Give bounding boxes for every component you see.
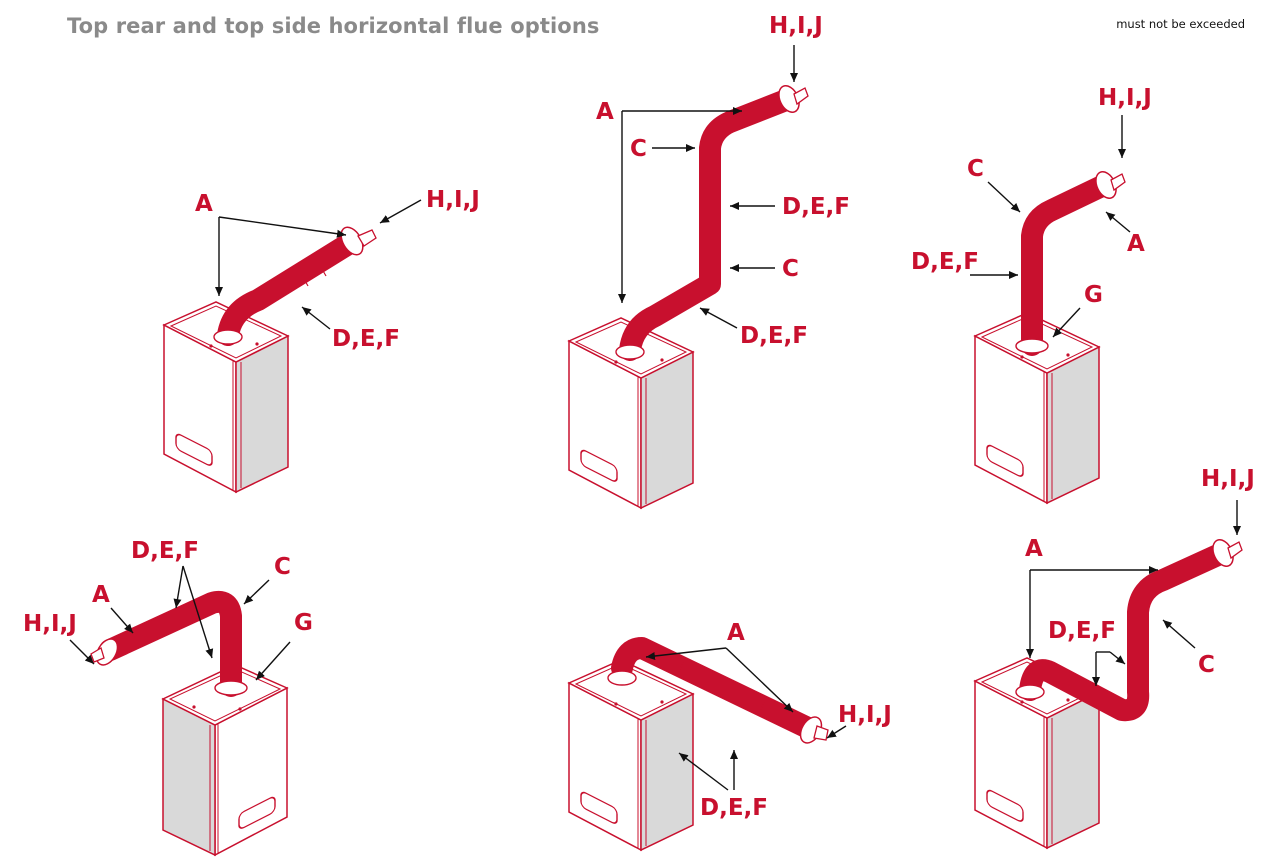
- arrow-def-4b: [182, 565, 214, 659]
- arrow-a-5a: [645, 647, 727, 660]
- arrow-a-5b: [725, 647, 794, 713]
- label-def: D,E,F: [332, 326, 400, 352]
- label-def: D,E,F: [911, 249, 979, 275]
- panel-top-middle-vertical-rear: A C H,I,J D,E,F C D,E,F: [568, 13, 850, 509]
- arrow-def-2b: [699, 307, 738, 329]
- arrow-a-4: [110, 607, 134, 634]
- label-a: A: [1127, 231, 1145, 257]
- label-hij: H,I,J: [769, 13, 823, 39]
- label-a: A: [596, 99, 614, 125]
- arrow-hij-1: [379, 199, 422, 224]
- label-c: C: [782, 256, 799, 282]
- label-c: C: [274, 554, 291, 580]
- panel-bottom-middle-horizontal-side: A H,I,J D,E,F: [568, 620, 892, 851]
- label-a: A: [195, 191, 213, 217]
- panel-top-right-vertical-side: C H,I,J A D,E,F G: [911, 85, 1152, 504]
- label-g: G: [1084, 282, 1103, 308]
- flue-pipe-6: [1015, 539, 1243, 722]
- label-hij: H,I,J: [426, 187, 480, 213]
- label-a: A: [727, 620, 745, 646]
- arrow-a-1b: [218, 216, 347, 238]
- arrow-def-4a: [173, 565, 184, 609]
- flue-pipe-2: [615, 85, 809, 361]
- page-title: Top rear and top side horizontal flue op…: [67, 14, 600, 38]
- label-hij: H,I,J: [838, 702, 892, 728]
- flue-pipe-4: [90, 590, 248, 697]
- label-def: D,E,F: [1048, 618, 1116, 644]
- label-hij: H,I,J: [1098, 85, 1152, 111]
- arrow-c-6: [1162, 619, 1196, 649]
- label-g: G: [294, 610, 313, 636]
- label-c: C: [630, 136, 647, 162]
- arrow-c-3: [987, 181, 1021, 213]
- label-def: D,E,F: [131, 538, 199, 564]
- arrow-g-4: [255, 641, 291, 681]
- label-hij: H,I,J: [23, 611, 77, 637]
- limit-note: must not be exceeded: [1116, 17, 1245, 31]
- label-a: A: [92, 582, 110, 608]
- label-def: D,E,F: [740, 323, 808, 349]
- flue-pipe-1: [213, 226, 377, 346]
- label-a: A: [1025, 536, 1043, 562]
- label-c: C: [967, 156, 984, 182]
- arrow-def-6c: [1109, 651, 1126, 665]
- label-c: C: [1198, 652, 1215, 678]
- arrow-a-3: [1105, 211, 1131, 233]
- flue-pipe-5: [607, 637, 829, 744]
- arrow-def-5a: [678, 752, 729, 791]
- panel-bottom-left-vertical-side: D,E,F C A H,I,J G: [23, 538, 313, 856]
- panel-top-left-horizontal-rear: A H,I,J D,E,F: [163, 187, 480, 493]
- arrow-c-4: [243, 579, 270, 605]
- panel-bottom-right-vertical-rear: A H,I,J D,E,F C: [974, 466, 1255, 849]
- flue-pipe-3: [1015, 171, 1126, 356]
- label-def: D,E,F: [782, 194, 850, 220]
- label-def: D,E,F: [700, 795, 768, 821]
- label-hij: H,I,J: [1201, 466, 1255, 492]
- arrow-def-1: [301, 306, 331, 330]
- arrow-hij-4: [69, 639, 95, 665]
- arrow-g-3: [1052, 307, 1081, 338]
- arrow-hij-5: [826, 725, 847, 739]
